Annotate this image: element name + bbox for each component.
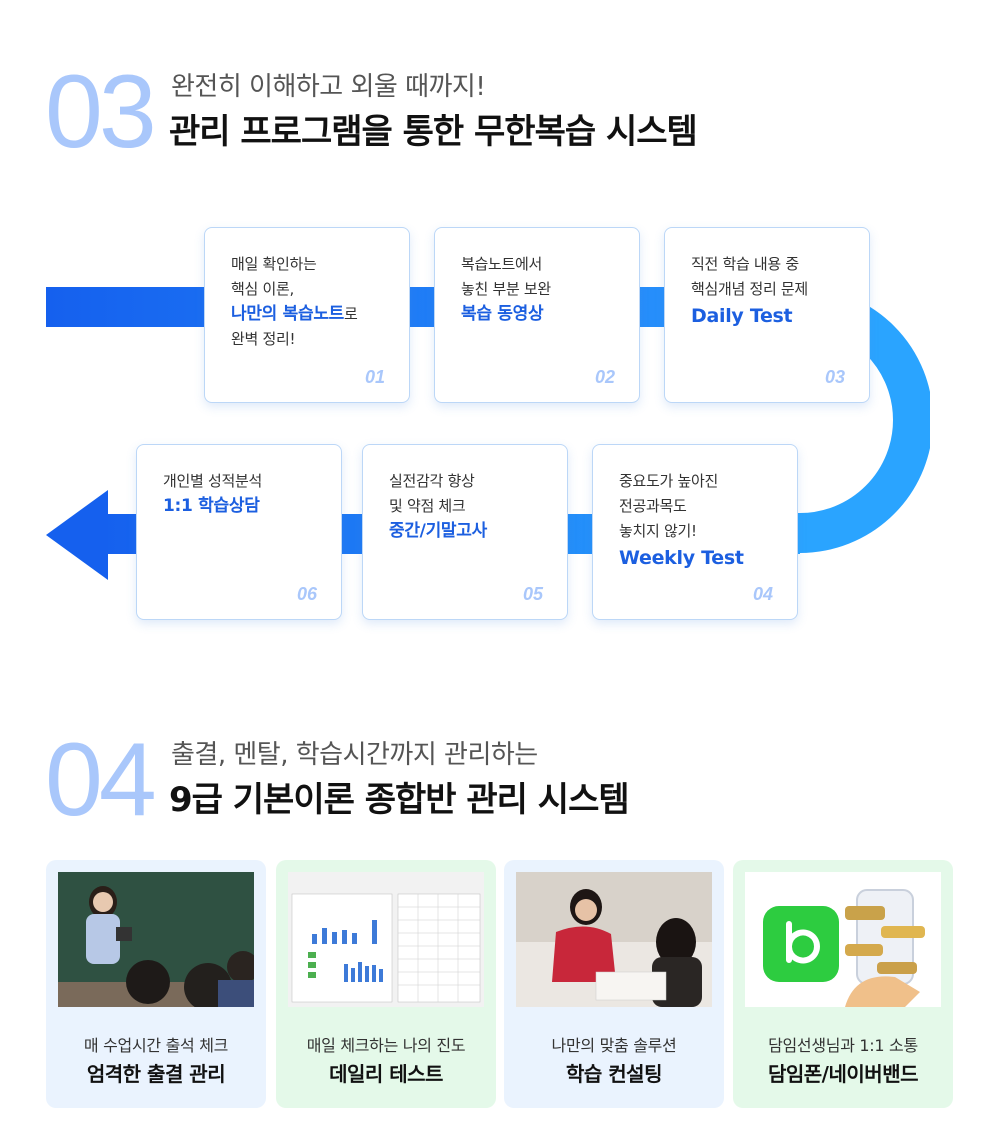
feature-caption: 나만의 맞춤 솔루션 bbox=[551, 1036, 677, 1055]
card-highlight-line: 나만의 복습노트로 bbox=[231, 302, 389, 327]
card-text: 놓치지 않기! bbox=[619, 522, 697, 540]
feature-title: 데일리 테스트 bbox=[329, 1062, 443, 1086]
feature-title: 학습 컨설팅 bbox=[566, 1062, 662, 1086]
step-number: 03 bbox=[824, 367, 845, 387]
feature-caption: 매일 체크하는 나의 진도 bbox=[306, 1036, 466, 1055]
feature-caption: 담임선생님과 1:1 소통 bbox=[768, 1036, 918, 1055]
card-text: 놓친 부분 보완 bbox=[461, 280, 551, 298]
band-logo-icon bbox=[763, 906, 839, 982]
card-text: 개인별 성적분석 bbox=[163, 472, 262, 490]
section-number: 03 bbox=[45, 54, 157, 170]
consulting-photo bbox=[516, 872, 712, 1007]
feature-title: 엄격한 출결 관리 bbox=[86, 1062, 226, 1086]
feature-title: 담임폰/네이버밴드 bbox=[767, 1062, 919, 1086]
section-title: 9급 기본이론 종합반 관리 시스템 bbox=[169, 780, 630, 820]
card-text: 전공과목도 bbox=[619, 497, 687, 515]
section-number: 04 bbox=[45, 722, 157, 838]
section-subtitle: 출결, 멘탈, 학습시간까지 관리하는 bbox=[171, 740, 538, 770]
card-text: 매일 확인하는 bbox=[231, 255, 317, 273]
card-text: 직전 학습 내용 중 bbox=[691, 255, 799, 273]
card-highlight: 1:1 학습상담 bbox=[163, 496, 260, 516]
card-text: 실전감각 향상 bbox=[389, 472, 475, 490]
step-card-02: 복습노트에서 놓친 부분 보완 복습 동영상 02 bbox=[434, 227, 640, 403]
feature-daily-test: 매일 체크하는 나의 진도 데일리 테스트 bbox=[276, 860, 496, 1108]
card-text: 로 bbox=[344, 305, 358, 323]
step-number: 04 bbox=[752, 584, 773, 604]
band-illustration bbox=[745, 872, 941, 1007]
step-card-01: 매일 확인하는 핵심 이론, 나만의 복습노트로 완벽 정리! 01 bbox=[204, 227, 410, 403]
card-highlight: 중간/기말고사 bbox=[389, 521, 487, 541]
arrow-left-icon bbox=[46, 490, 108, 580]
step-number: 05 bbox=[522, 584, 543, 604]
feature-caption: 매 수업시간 출석 체크 bbox=[83, 1036, 229, 1055]
card-text: 복습노트에서 bbox=[461, 255, 543, 273]
card-text: 완벽 정리! bbox=[231, 330, 296, 348]
card-text: 핵심개념 정리 문제 bbox=[691, 280, 808, 298]
section-title: 관리 프로그램을 통한 무한복습 시스템 bbox=[169, 112, 698, 152]
section-subtitle: 완전히 이해하고 외울 때까지! bbox=[171, 72, 486, 102]
step-number: 06 bbox=[296, 584, 317, 604]
step-card-05: 실전감각 향상 및 약점 체크 중간/기말고사 05 bbox=[362, 444, 568, 620]
card-text: 및 약점 체크 bbox=[389, 497, 466, 515]
step-number: 02 bbox=[594, 367, 615, 387]
card-text: 중요도가 높아진 bbox=[619, 472, 718, 490]
classroom-photo bbox=[58, 872, 254, 1007]
card-highlight: 복습 동영상 bbox=[461, 304, 544, 324]
feature-band: 담임선생님과 1:1 소통 담임폰/네이버밴드 bbox=[733, 860, 953, 1108]
card-text: 핵심 이론, bbox=[231, 280, 294, 298]
step-card-06: 개인별 성적분석 1:1 학습상담 06 bbox=[136, 444, 342, 620]
report-screenshot bbox=[288, 872, 484, 1007]
card-highlight: Weekly Test bbox=[619, 547, 744, 569]
step-card-03: 직전 학습 내용 중 핵심개념 정리 문제 Daily Test 03 bbox=[664, 227, 870, 403]
card-highlight: Daily Test bbox=[691, 305, 793, 327]
step-number: 01 bbox=[364, 367, 385, 387]
feature-consulting: 나만의 맞춤 솔루션 학습 컨설팅 bbox=[504, 860, 724, 1108]
feature-attendance: 매 수업시간 출석 체크 엄격한 출결 관리 bbox=[46, 860, 266, 1108]
step-card-04: 중요도가 높아진 전공과목도 놓치지 않기! Weekly Test 04 bbox=[592, 444, 798, 620]
card-highlight: 나만의 복습노트 bbox=[231, 304, 344, 324]
